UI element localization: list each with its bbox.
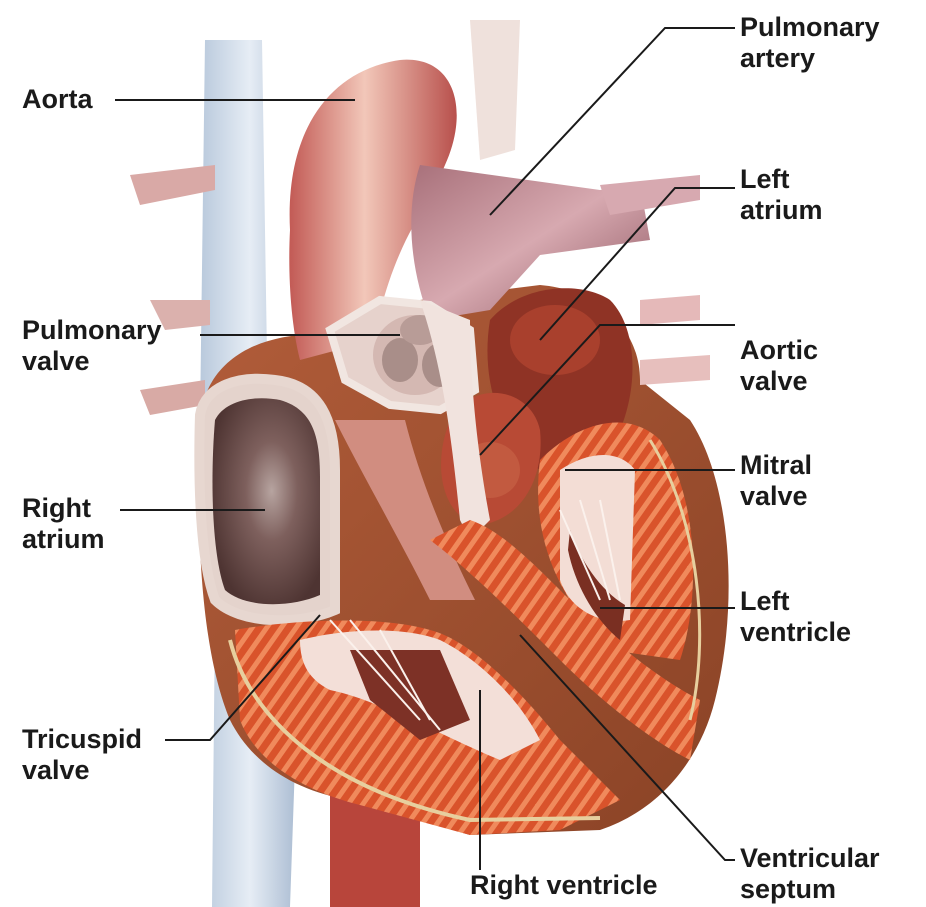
label-right-atrium-line1: Right bbox=[22, 493, 105, 524]
label-tricuspid-valve-line1: Tricuspid bbox=[22, 724, 142, 755]
label-aorta-line1: Aorta bbox=[22, 84, 93, 115]
label-right-atrium: Right atrium bbox=[22, 493, 105, 555]
label-pulmonary-artery-line1: Pulmonary bbox=[740, 12, 880, 43]
label-pulmonary-valve-line1: Pulmonary bbox=[22, 315, 162, 346]
label-right-ventricle: Right ventricle bbox=[470, 870, 658, 901]
label-left-ventricle-line1: Left bbox=[740, 586, 851, 617]
label-tricuspid-valve: Tricuspid valve bbox=[22, 724, 142, 786]
label-mitral-valve-line2: valve bbox=[740, 481, 812, 512]
label-pulmonary-valve-line2: valve bbox=[22, 346, 162, 377]
label-left-atrium-line2: atrium bbox=[740, 195, 823, 226]
label-aortic-valve: Aortic valve bbox=[740, 335, 818, 397]
label-pulmonary-valve: Pulmonary valve bbox=[22, 315, 162, 377]
label-ventricular-septum-line2: septum bbox=[740, 874, 880, 905]
label-mitral-valve-line1: Mitral bbox=[740, 450, 812, 481]
label-aortic-valve-line2: valve bbox=[740, 366, 818, 397]
label-left-atrium-line1: Left bbox=[740, 164, 823, 195]
label-ventricular-septum: Ventricular septum bbox=[740, 843, 880, 905]
label-aorta: Aorta bbox=[22, 84, 93, 115]
label-pulmonary-artery-line2: artery bbox=[740, 43, 880, 74]
label-pulmonary-artery: Pulmonary artery bbox=[740, 12, 880, 74]
label-left-atrium: Left atrium bbox=[740, 164, 823, 226]
label-ventricular-septum-line1: Ventricular bbox=[740, 843, 880, 874]
label-right-ventricle-line1: Right ventricle bbox=[470, 870, 658, 901]
label-left-ventricle: Left ventricle bbox=[740, 586, 851, 648]
label-mitral-valve: Mitral valve bbox=[740, 450, 812, 512]
label-right-atrium-line2: atrium bbox=[22, 524, 105, 555]
label-tricuspid-valve-line2: valve bbox=[22, 755, 142, 786]
label-aortic-valve-line1: Aortic bbox=[740, 335, 818, 366]
label-left-ventricle-line2: ventricle bbox=[740, 617, 851, 648]
